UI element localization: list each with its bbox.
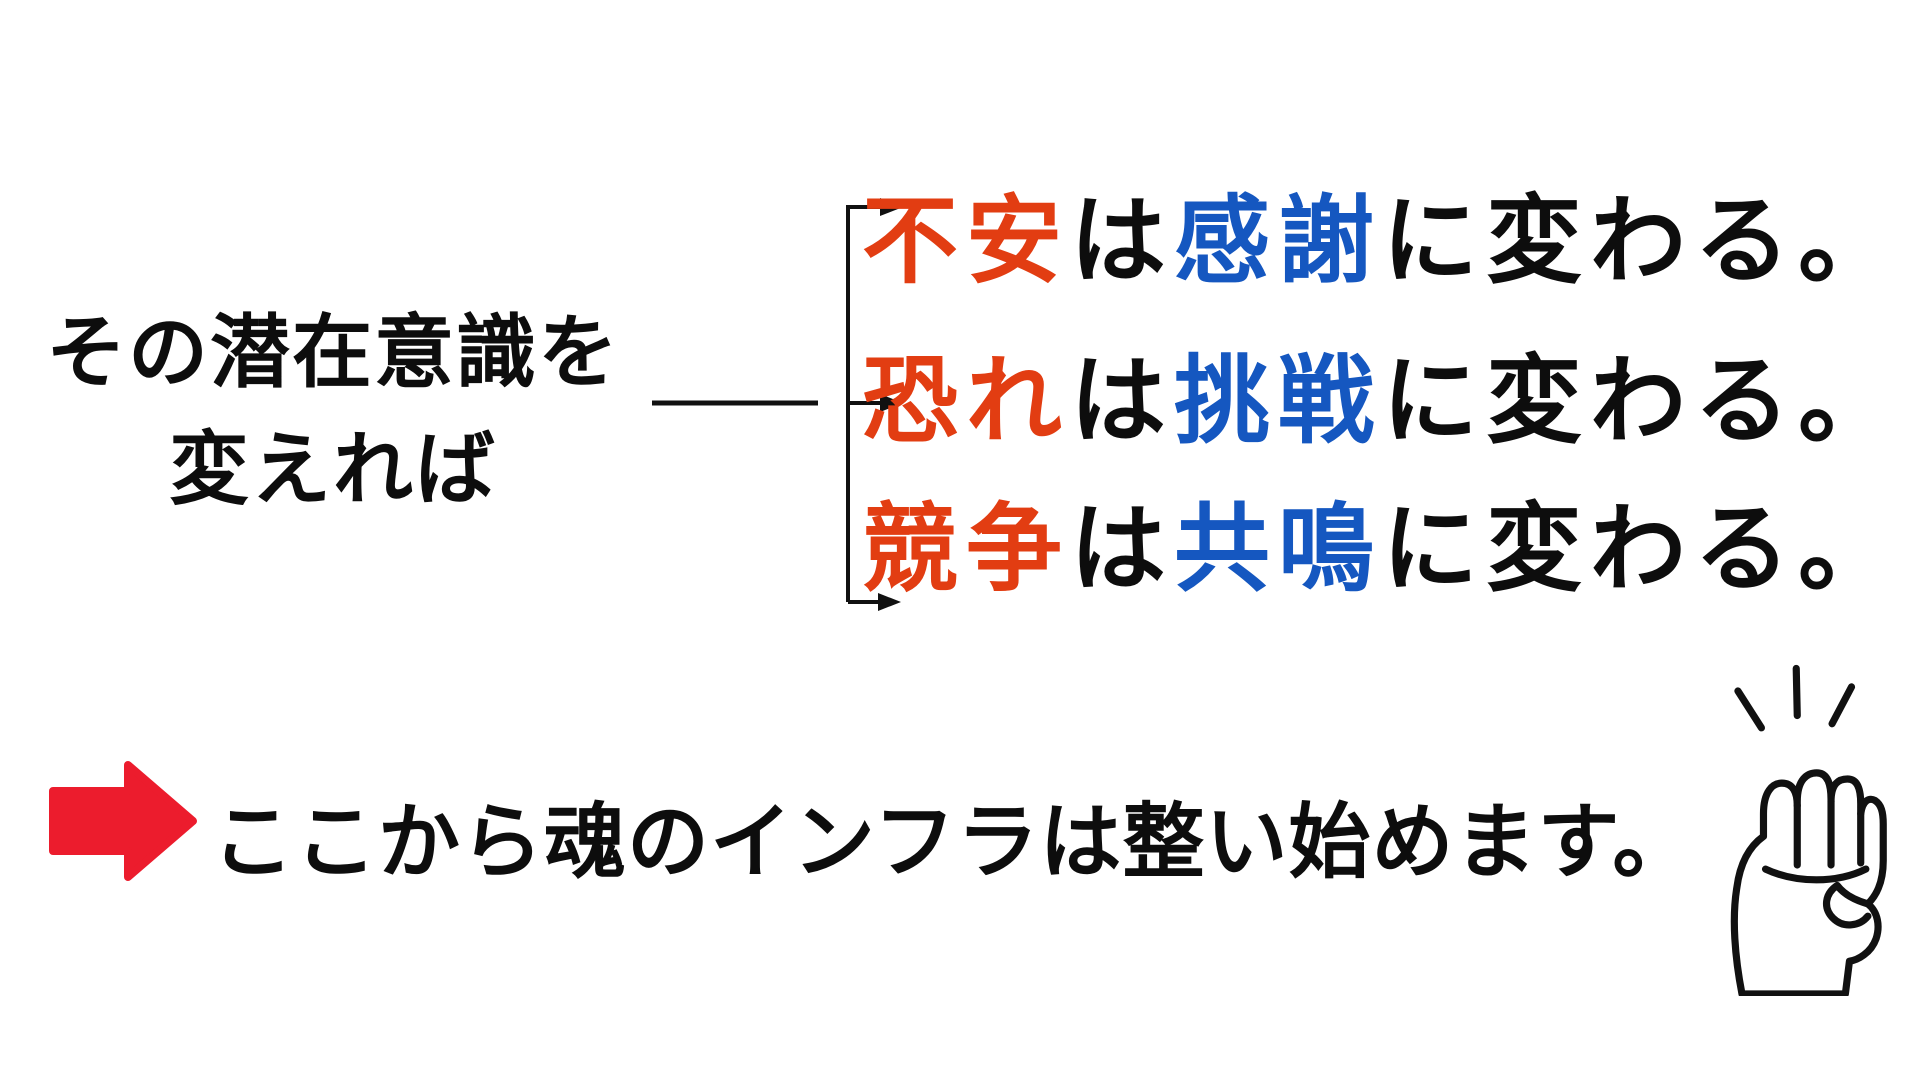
arrowhead-top-icon (880, 198, 903, 216)
branch-row-2: 恐れは挑戦に変わる。 (862, 352, 1902, 452)
branch-1-particle: は (1070, 188, 1174, 295)
branch-3-to: 共鳴 (1174, 496, 1382, 603)
premise-line-2: 変えれば (169, 425, 497, 514)
motion-lines-icon (1734, 664, 1856, 732)
branch-1-tail: に変わる。 (1382, 188, 1902, 295)
branch-3-particle: は (1070, 496, 1174, 603)
branch-1-from: 不安 (862, 188, 1070, 295)
arrowhead-bottom-icon (878, 593, 901, 611)
branch-row-1: 不安は感謝に変わる。 (862, 192, 1902, 292)
premise-text: その潜在意識を 変えれば (18, 294, 648, 528)
branch-2-particle: は (1070, 348, 1174, 455)
red-block-arrow-shape (49, 761, 197, 881)
branch-3-tail: に変わる。 (1382, 496, 1902, 603)
branch-2-tail: に変わる。 (1382, 348, 1902, 455)
fist-outline (1730, 769, 1887, 996)
conclusion-text: ここから魂のインフラは整い始めます。 (212, 797, 1696, 888)
branch-2-to: 挑戦 (1174, 348, 1382, 455)
arrowhead-middle-icon (880, 394, 903, 412)
branch-1-to: 感謝 (1174, 188, 1382, 295)
branch-row-3: 競争は共鳴に変わる。 (862, 500, 1902, 600)
premise-line-1: その潜在意識を (46, 308, 620, 397)
branch-2-from: 恐れ (862, 348, 1070, 455)
red-block-arrow-icon (49, 761, 197, 881)
raised-fist-icon (1730, 664, 1887, 996)
branch-3-from: 競争 (862, 496, 1070, 603)
